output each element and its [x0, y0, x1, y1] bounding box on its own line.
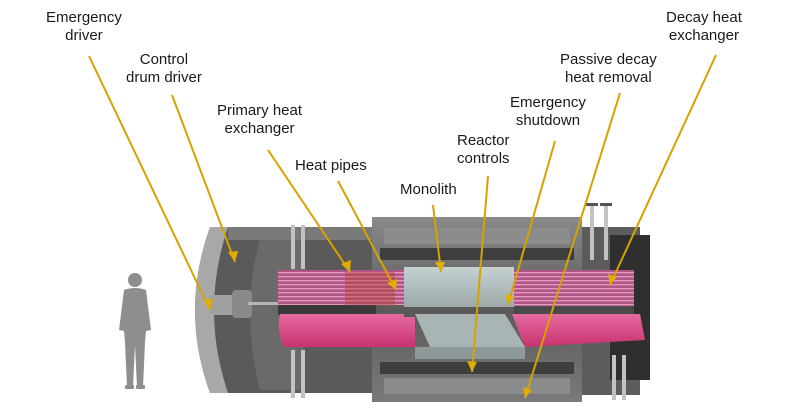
- heat-pipe-bundle-right: [512, 270, 645, 347]
- leader-control-drum-driver: [171, 94, 236, 263]
- leader-primary-heat-exchanger: [267, 149, 351, 273]
- label-reactor-controls: Reactor controls: [457, 132, 510, 167]
- leader-decay-heat-exchanger: [609, 54, 717, 286]
- label-control-drum-driver: Control drum driver: [126, 51, 202, 86]
- label-primary-heat-exchanger: Primary heat exchanger: [217, 102, 303, 137]
- leader-emergency-shutdown: [507, 140, 556, 306]
- label-passive-decay-heat-removal: Passive decay heat removal: [560, 51, 657, 86]
- arrowheads: [203, 251, 617, 398]
- leader-emergency-driver: [88, 55, 211, 311]
- label-emergency-shutdown: Emergency shutdown: [510, 94, 586, 129]
- leader-monolith: [432, 204, 442, 273]
- leader-passive-decay-heat-removal: [524, 92, 621, 399]
- label-decay-heat-exchanger: Decay heat exchanger: [666, 9, 742, 44]
- leader-lines: [88, 54, 717, 399]
- leader-reactor-controls: [471, 175, 489, 373]
- label-heat-pipes: Heat pipes: [295, 157, 367, 174]
- leader-heat-pipes: [337, 180, 397, 291]
- heat-pipe-bundle-left: [278, 270, 415, 347]
- monolith-core: [404, 267, 525, 359]
- human-silhouette: [119, 273, 151, 389]
- label-monolith: Monolith: [400, 181, 457, 198]
- label-emergency-driver: Emergency driver: [46, 9, 122, 44]
